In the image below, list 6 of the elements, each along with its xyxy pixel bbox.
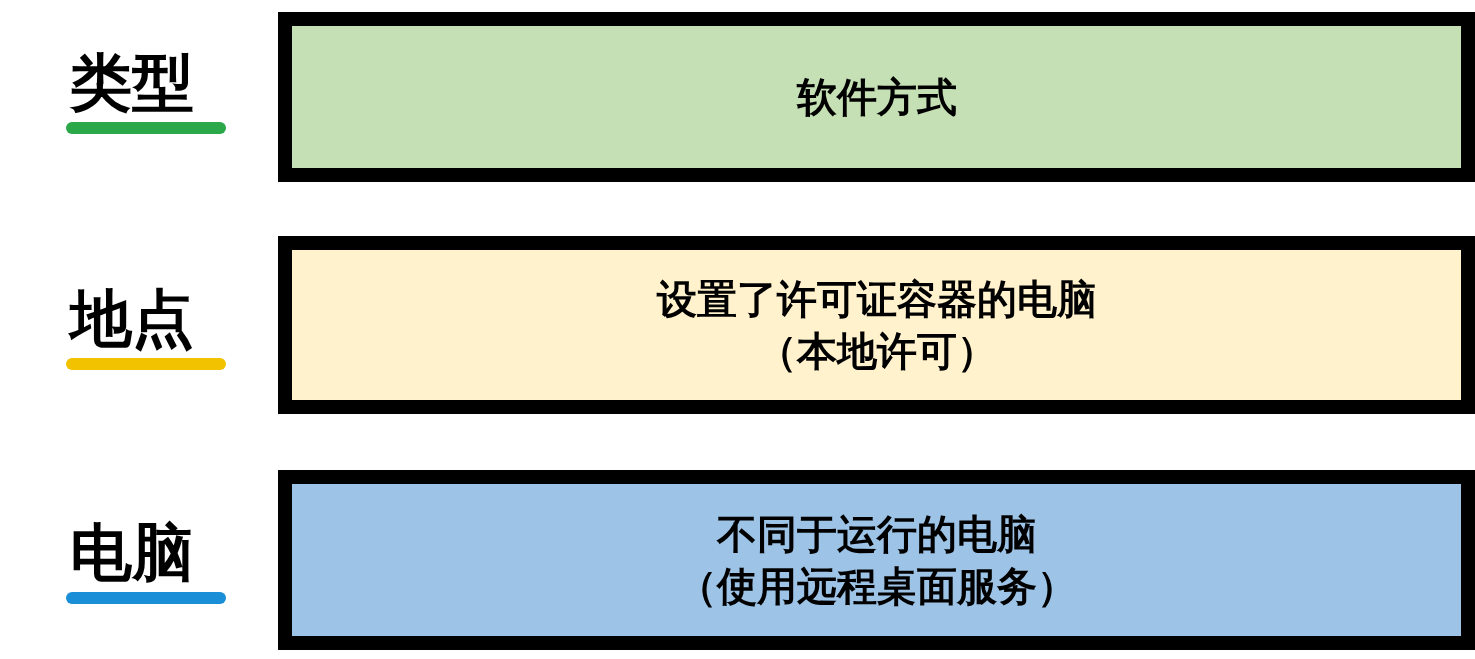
row-label: 地点 [70, 288, 194, 350]
row-label: 电脑 [70, 522, 194, 584]
row-label: 类型 [70, 52, 194, 114]
text-box: 软件方式 [278, 12, 1475, 182]
text-box: 不同于运行的电脑（使用远程桌面服务） [278, 470, 1475, 650]
text-box: 设置了许可证容器的电脑（本地许可） [278, 236, 1475, 414]
